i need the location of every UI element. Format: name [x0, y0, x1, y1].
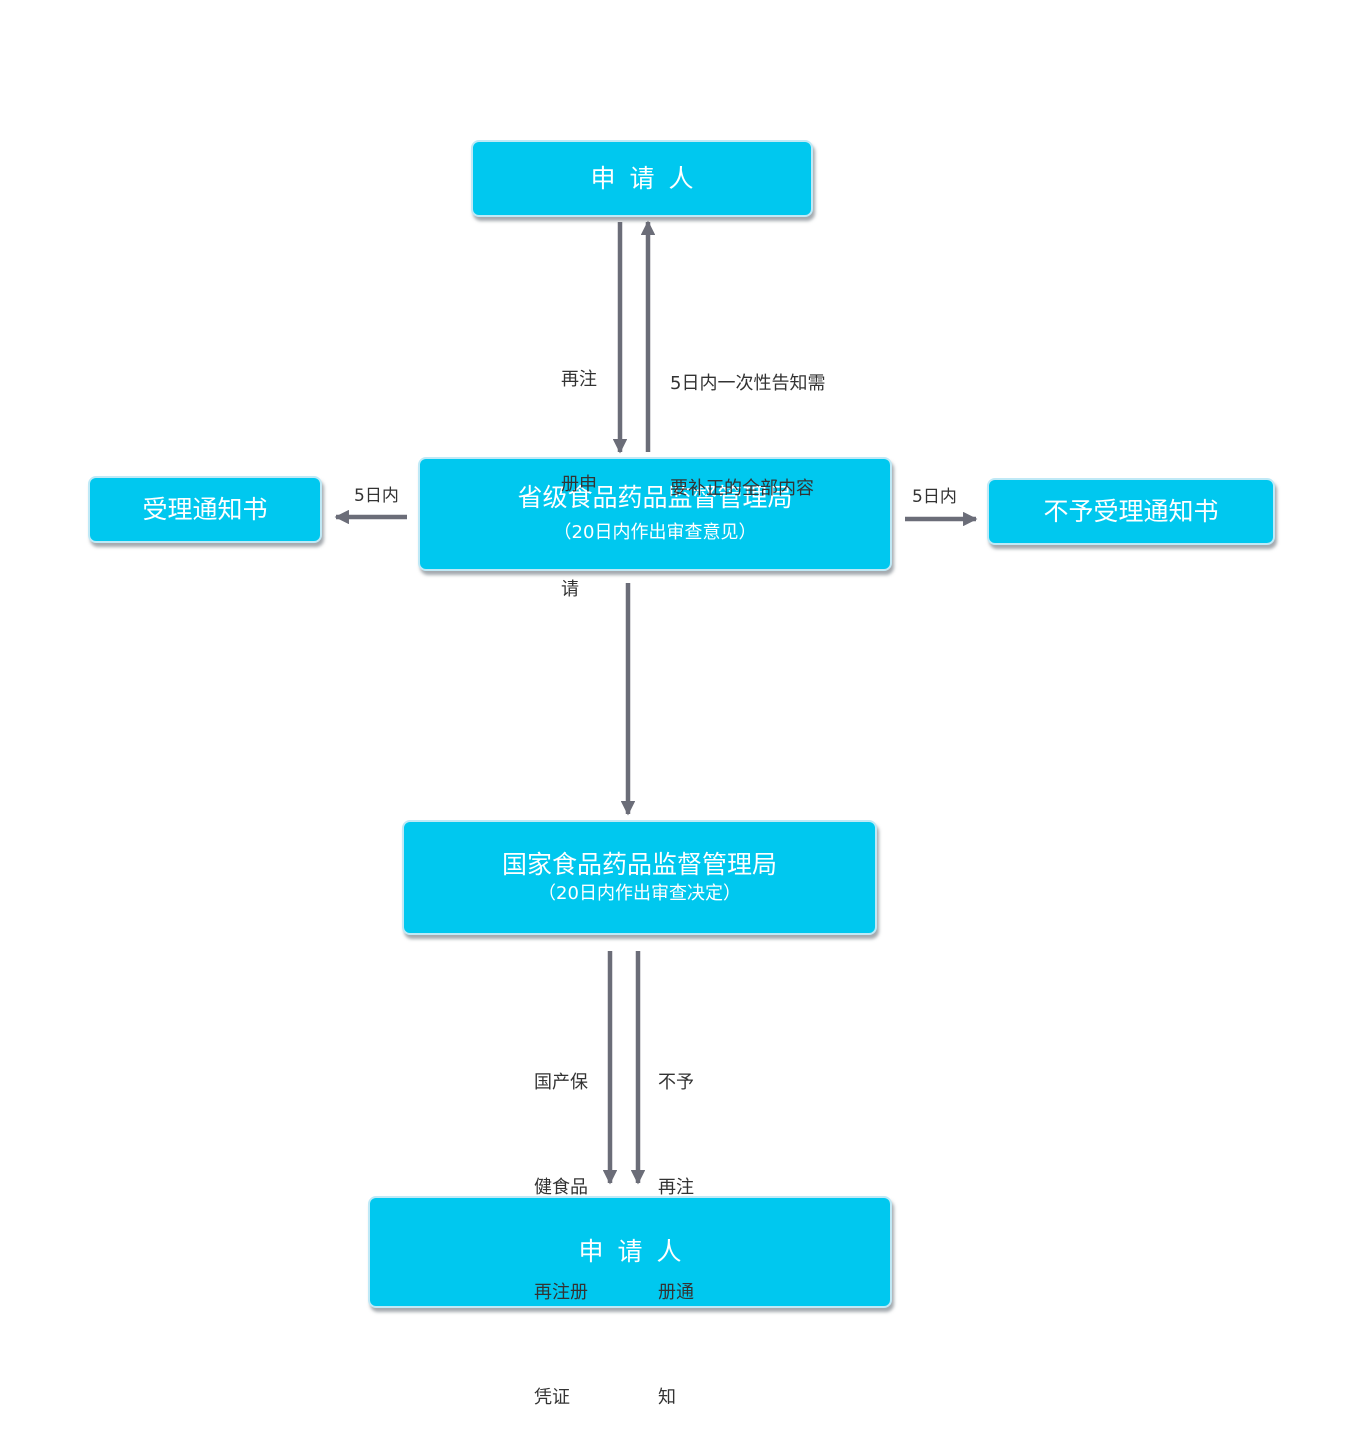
applicant-bottom-node: 申请人 [368, 1196, 892, 1308]
reject-notice-label: 不予受理通知书 [1043, 496, 1219, 526]
national-fda-title: 国家食品药品监督管理局 [501, 849, 777, 879]
reapply-line: 册申 [561, 474, 597, 495]
supplement-label: 5日内一次性告知需 要补正的全部内容 [670, 296, 825, 541]
provincial-fda-node: 省级食品药品监督管理局 （20日内作出审查意见） [418, 457, 892, 571]
no-reregister-line: 不予 [658, 1072, 694, 1093]
no-reregister-label: 不予 再注 册通 知 [658, 995, 694, 1450]
supplement-line: 要补正的全部内容 [670, 478, 814, 499]
reapply-line: 请 [561, 579, 579, 600]
certificate-line: 国产保 [534, 1072, 588, 1093]
certificate-label: 国产保 健食品 再注册 凭证 [534, 995, 588, 1450]
accept-notice-label: 受理通知书 [142, 494, 268, 524]
certificate-line: 再注册 [534, 1282, 588, 1303]
accept-within-label: 5日内 [354, 486, 399, 506]
supplement-line: 5日内一次性告知需 [670, 373, 826, 394]
national-fda-node: 国家食品药品监督管理局 （20日内作出审查决定） [402, 820, 877, 935]
reapply-line: 再注 [561, 369, 597, 390]
applicant-top-label: 申请人 [590, 163, 708, 193]
applicant-bottom-label: 申请人 [578, 1237, 696, 1266]
connector-arrows [334, 220, 978, 1185]
provincial-fda-title: 省级食品药品监督管理局 [517, 483, 793, 513]
national-fda-note: （20日内作出审查决定） [538, 882, 741, 904]
provincial-fda-note: （20日内作出审查意见） [553, 522, 757, 544]
no-reregister-line: 册通 [658, 1282, 694, 1303]
reject-notice-node: 不予受理通知书 [987, 478, 1275, 545]
no-reregister-line: 知 [658, 1387, 676, 1408]
applicant-top-node: 申请人 [471, 140, 813, 217]
certificate-line: 凭证 [534, 1387, 570, 1408]
reject-within-label: 5日内 [912, 487, 957, 507]
certificate-line: 健食品 [534, 1177, 588, 1198]
accept-notice-node: 受理通知书 [88, 476, 322, 543]
no-reregister-line: 再注 [658, 1177, 694, 1198]
reapply-label: 再注 册申 请 [561, 292, 597, 642]
